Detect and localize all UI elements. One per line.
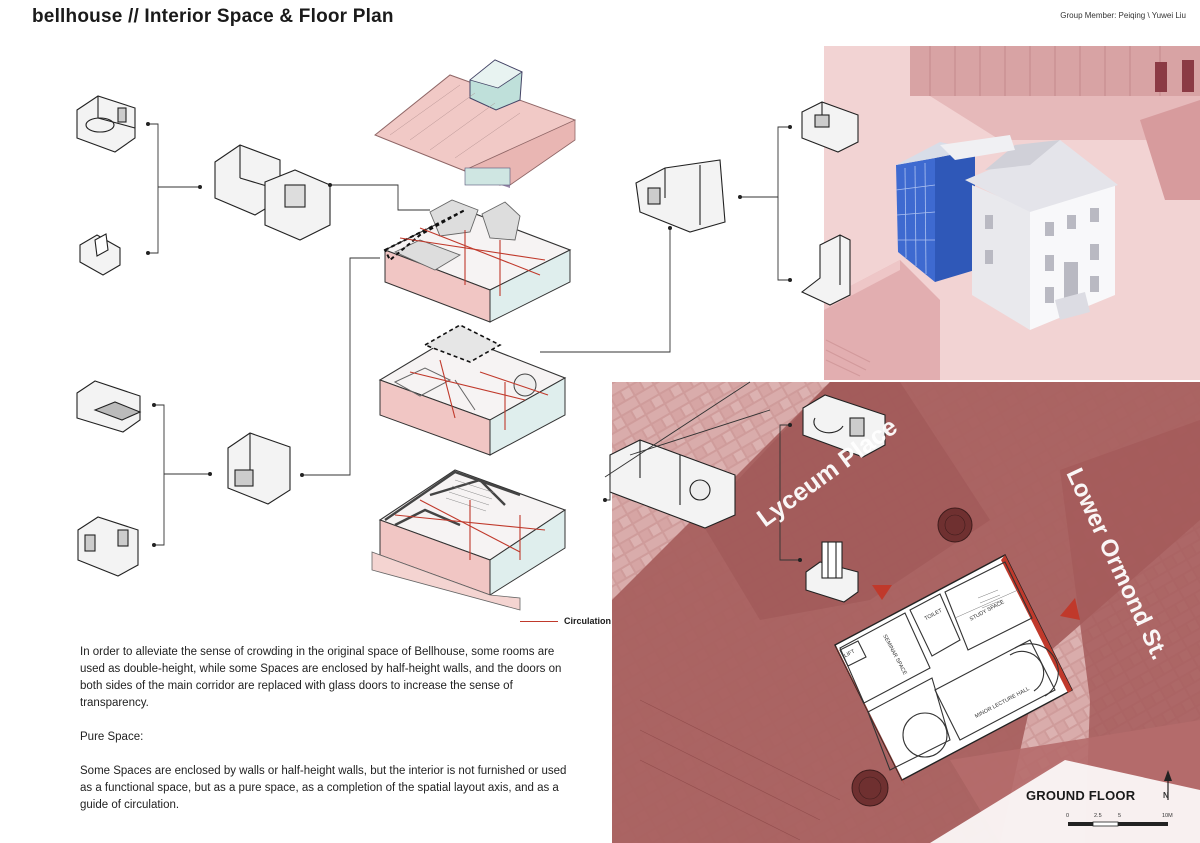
thumb-room-b <box>79 233 121 276</box>
description-paragraph-2: Some Spaces are enclosed by walls or hal… <box>80 765 567 811</box>
thumb-room-a <box>76 95 136 153</box>
circulation-line-swatch <box>520 620 558 622</box>
thumb-room-k <box>802 394 886 458</box>
thumb-room-l <box>805 541 859 603</box>
building-render <box>824 46 1200 380</box>
floor-layer-1 <box>371 469 567 611</box>
page-title: bellhouse // Interior Space & Floor Plan <box>32 6 394 27</box>
thumb-room-g <box>76 380 142 433</box>
circulation-legend: Circulation <box>520 616 611 626</box>
circulation-label: Circulation <box>564 616 612 626</box>
description-block: In order to alleviate the sense of crowd… <box>80 644 570 831</box>
thumb-room-f <box>800 234 851 306</box>
group-members: Group Member: Peiqing \ Yuwei Liu <box>1060 11 1186 20</box>
thumb-room-i <box>227 432 291 505</box>
north-label: N <box>1163 791 1169 800</box>
exploded-axonometric <box>371 59 576 611</box>
description-paragraph-1: In order to alleviate the sense of crowd… <box>80 646 562 709</box>
scale-tick-10m: 10M <box>1162 813 1173 819</box>
connector-dots <box>146 122 802 562</box>
thumb-room-h <box>77 516 139 577</box>
thumb-room-e <box>801 101 859 153</box>
scale-tick-2-5: 2.5 <box>1094 813 1102 819</box>
description-heading: Pure Space: <box>80 731 144 743</box>
scale-tick-5: 5 <box>1118 813 1122 819</box>
connector-lines <box>148 123 800 561</box>
thumb-room-c <box>214 144 331 241</box>
floor-label: GROUND FLOOR <box>1026 788 1136 803</box>
roof-layer <box>374 59 576 188</box>
site-plan <box>612 382 1200 843</box>
floor-layer-3 <box>383 199 572 323</box>
scale-tick-0: 0 <box>1066 813 1070 819</box>
floor-layer-2 <box>378 324 567 456</box>
thumb-room-d <box>635 159 726 233</box>
room-thumbnails <box>76 95 886 603</box>
